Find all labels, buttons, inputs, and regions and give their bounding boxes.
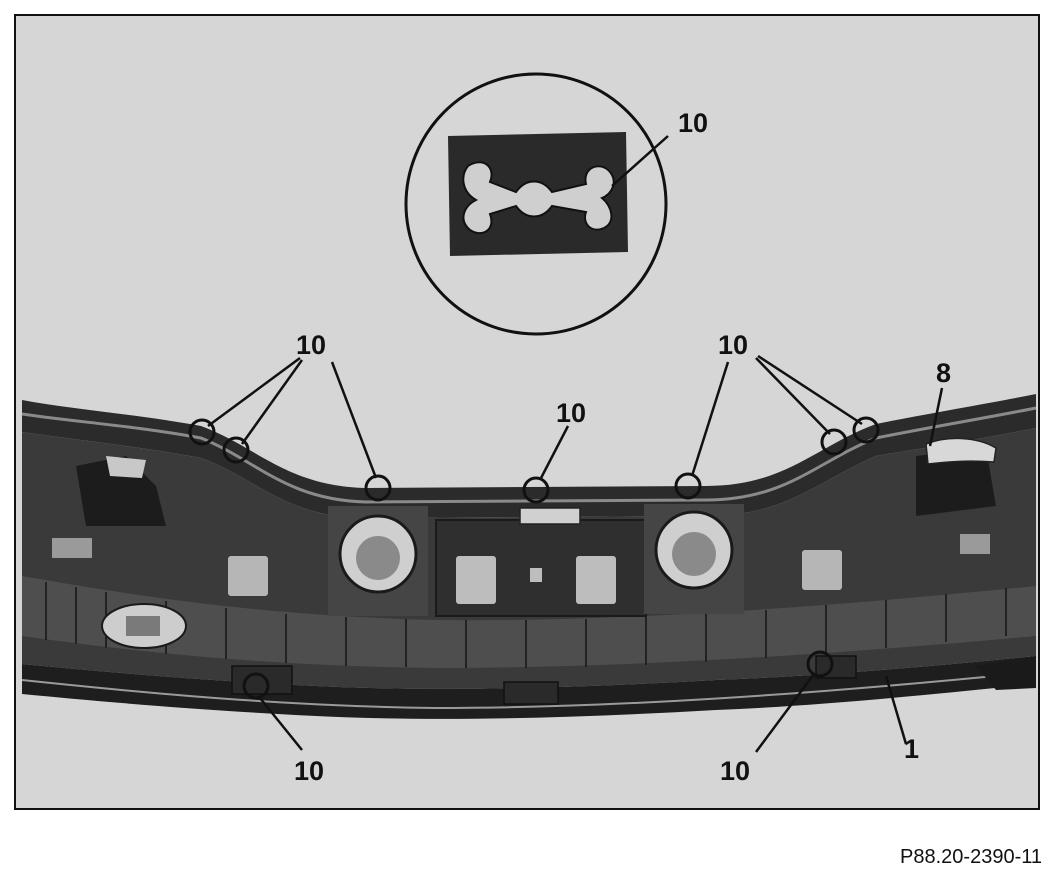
leader-lines bbox=[207, 135, 944, 753]
clip-markers bbox=[188, 416, 880, 700]
callout-upper-right-10: 10 bbox=[718, 330, 748, 360]
detail-inset bbox=[404, 72, 668, 336]
cover-panel bbox=[21, 394, 1037, 719]
callout-labels: 10 10 10 10 8 10 10 1 bbox=[294, 108, 951, 786]
clip-marker bbox=[242, 672, 270, 700]
diagram-figure: 10 10 10 10 8 10 10 1 bbox=[14, 14, 1040, 810]
callout-inset-10: 10 bbox=[678, 108, 708, 138]
clip-marker bbox=[364, 474, 392, 502]
part-8-tab bbox=[925, 437, 997, 465]
callout-part-8: 8 bbox=[936, 358, 951, 388]
left-bracket bbox=[76, 456, 166, 526]
clip-marker bbox=[522, 476, 550, 504]
clip-marker bbox=[806, 650, 834, 678]
callout-lower-left-10: 10 bbox=[294, 756, 324, 786]
left-round-window bbox=[328, 506, 428, 616]
callout-upper-left-10: 10 bbox=[296, 330, 326, 360]
clip-marker bbox=[188, 418, 216, 446]
callout-lower-right-10: 10 bbox=[720, 756, 750, 786]
panel-top-rim bbox=[22, 394, 1036, 518]
right-round-window bbox=[644, 504, 744, 614]
part-illustration: 10 10 10 10 8 10 10 1 bbox=[21, 72, 1037, 786]
callout-upper-center-10: 10 bbox=[556, 398, 586, 428]
figure-reference-code: P88.20-2390-11 bbox=[900, 846, 1042, 868]
right-bracket bbox=[916, 448, 996, 516]
clip-marker bbox=[852, 416, 880, 444]
panel-bottom-lip bbox=[22, 656, 1036, 719]
clip-marker bbox=[674, 472, 702, 500]
callout-part-1: 1 bbox=[904, 734, 919, 764]
clip-marker bbox=[222, 436, 250, 464]
panel-ledge bbox=[22, 576, 1036, 668]
clip-marker bbox=[820, 428, 848, 456]
clip-slot bbox=[462, 161, 615, 235]
